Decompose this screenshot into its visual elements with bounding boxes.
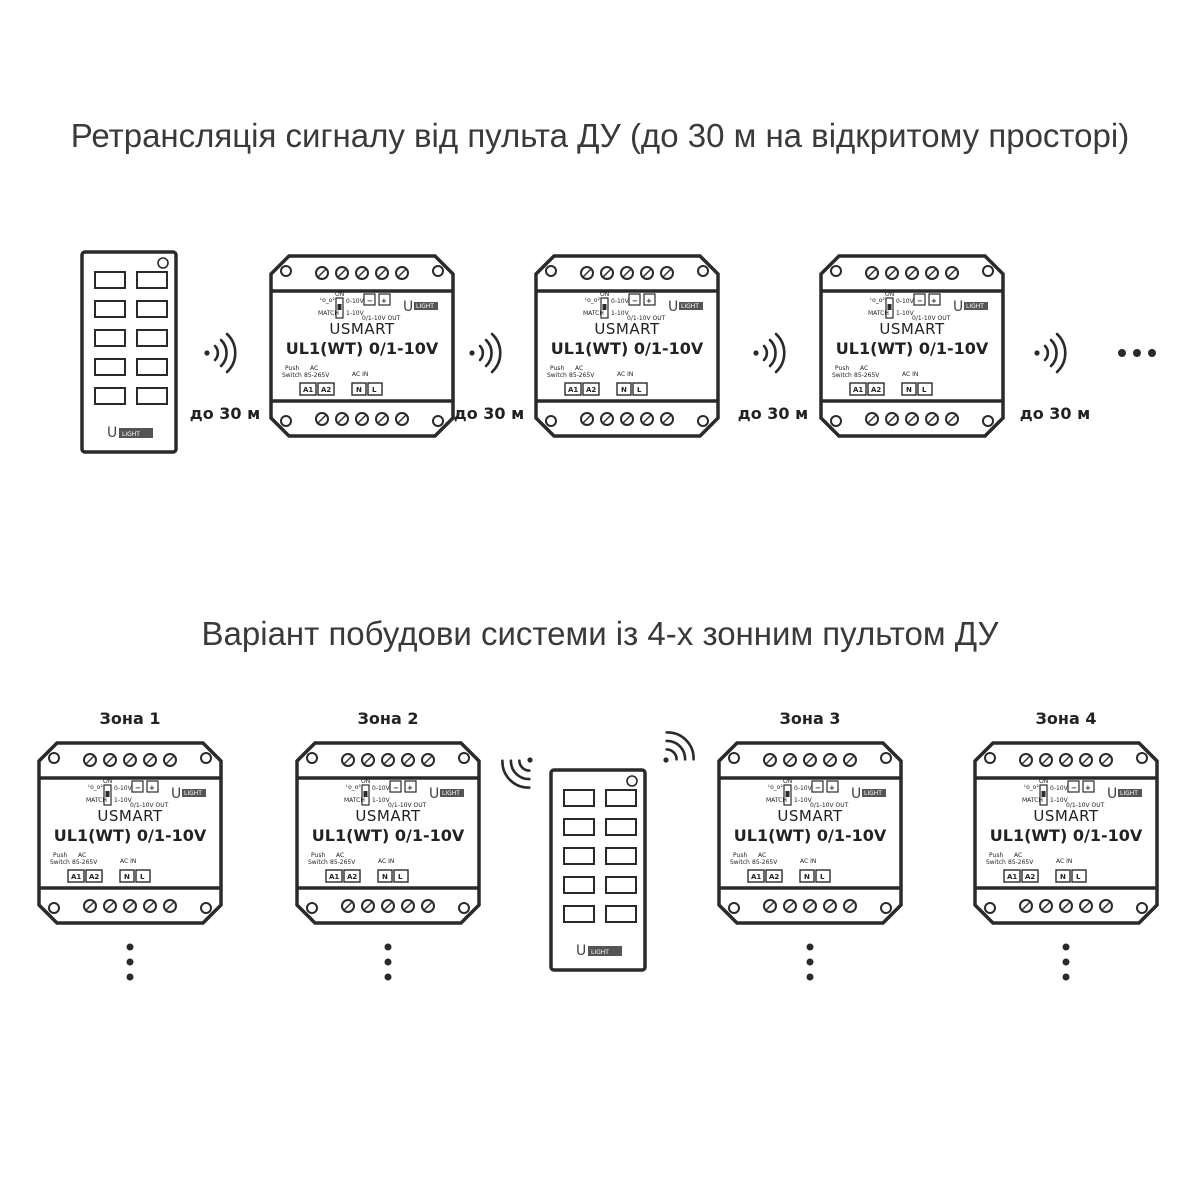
signal-icon-left xyxy=(495,743,547,795)
distance-label: до 30 м xyxy=(190,404,260,423)
distance-label: до 30 м xyxy=(1020,404,1090,423)
signal-icon xyxy=(752,332,786,374)
controller-module-zone-3 xyxy=(717,741,903,925)
vertical-ellipsis-icon xyxy=(1062,943,1070,981)
distance-label: до 30 м xyxy=(738,404,808,423)
vertical-ellipsis-icon xyxy=(126,943,134,981)
signal-icon xyxy=(203,332,237,374)
ellipsis-icon xyxy=(1118,349,1156,357)
section-1-title: Ретрансляція сигналу від пульта ДУ (до 3… xyxy=(70,117,1130,154)
zone-label-3: Зона 3 xyxy=(780,709,841,728)
distance-label: до 30 м xyxy=(454,404,524,423)
zone-label-4: Зона 4 xyxy=(1036,709,1097,728)
controller-module-zone-2 xyxy=(295,741,481,925)
zone-label-2: Зона 2 xyxy=(358,709,419,728)
controller-module-zone-4 xyxy=(973,741,1159,925)
controller-module xyxy=(534,254,720,438)
remote-control-2 xyxy=(549,768,647,972)
controller-module-zone-1 xyxy=(37,741,223,925)
vertical-ellipsis-icon xyxy=(806,943,814,981)
vertical-ellipsis-icon xyxy=(384,943,392,981)
signal-icon xyxy=(468,332,502,374)
controller-module xyxy=(269,254,455,438)
zone-label-1: Зона 1 xyxy=(100,709,161,728)
section-2-title: Варіант побудови системи із 4-х зонним п… xyxy=(201,615,999,652)
controller-module xyxy=(819,254,1005,438)
signal-icon xyxy=(1033,332,1067,374)
remote-control-1 xyxy=(80,250,178,454)
signal-icon-right xyxy=(649,725,701,777)
